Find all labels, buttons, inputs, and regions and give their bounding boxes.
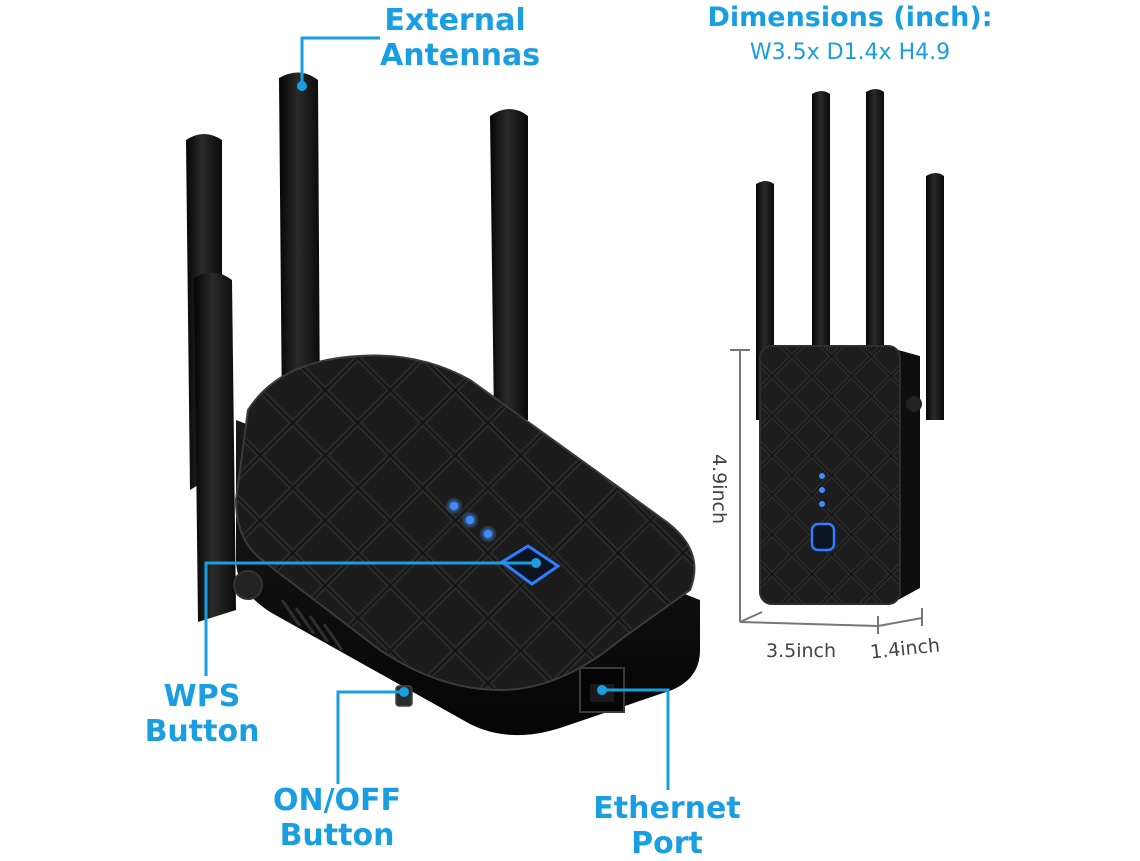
label-ethernet-port: Ethernet Port: [593, 791, 741, 861]
height-label: 4.9inch: [708, 453, 730, 525]
dimensions-title: Dimensions (inch):: [707, 2, 993, 33]
label-on-off-button: ON/OFF Button: [272, 783, 402, 853]
callout-dots: [297, 81, 607, 697]
extender-body: [233, 354, 700, 736]
measure-lines: [730, 349, 923, 634]
label-wps-button: WPS Button: [144, 679, 260, 749]
wps-button-illustration: [499, 544, 561, 586]
callout-lines: [204, 36, 670, 790]
antenna-center: [279, 72, 320, 420]
antenna-front-left: [194, 272, 236, 622]
dimensions-values: W3.5x D1.4x H4.9: [749, 40, 951, 65]
label-external-antennas: External Antennas: [380, 3, 541, 73]
front-view-device: [756, 89, 944, 605]
antenna-right: [490, 109, 528, 420]
width-label: 3.5inch: [766, 640, 837, 662]
status-leds: [445, 497, 497, 543]
